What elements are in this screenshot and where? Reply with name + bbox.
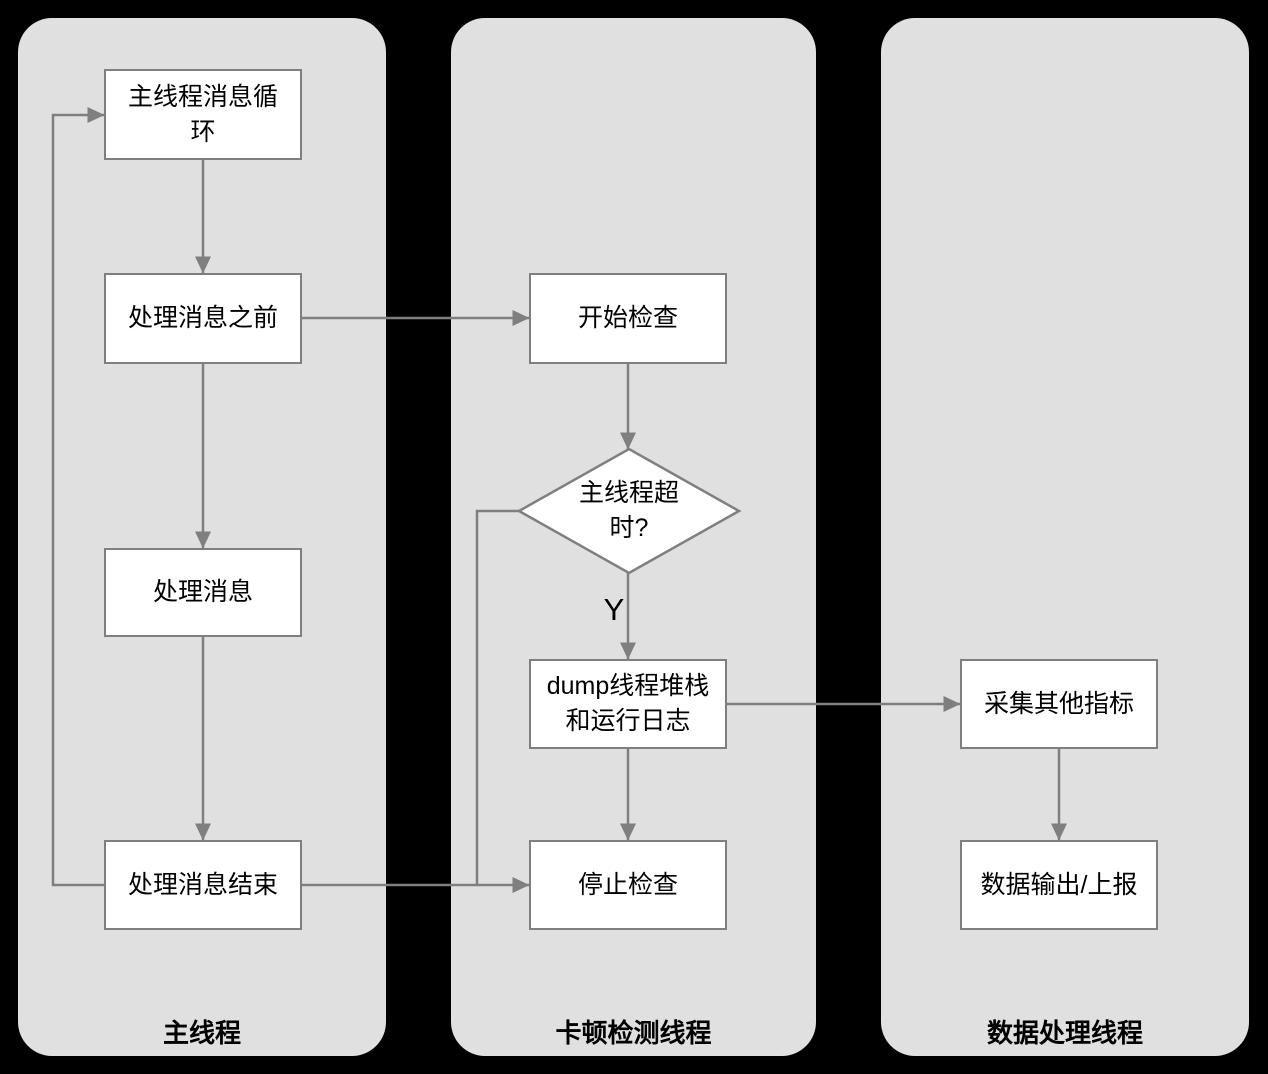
node-main-msg-loop: 主线程消息循 环 [104,69,302,160]
edge-decision-no-to-stopcheck [475,509,519,886]
node-start-check: 开始检查 [529,273,727,364]
node-before-process-msg: 处理消息之前 [104,273,302,364]
node-collect-other-metrics: 采集其他指标 [960,659,1158,749]
node-dump-stack-logs: dump线程堆栈 和运行日志 [529,659,727,749]
lane-label-data-process-thread: 数据处理线程 [986,1018,1143,1048]
edge-endmsg-loop-to-msgloop [51,107,105,887]
node-stop-check: 停止检查 [529,840,727,930]
node-process-msg-end: 处理消息结束 [104,840,302,930]
lane-label-lag-detect-thread: 卡顿检测线程 [555,1018,712,1048]
decision-diamond-shape [516,447,742,575]
edge-label-yes: Y [603,592,625,627]
decision-main-thread-timeout: 主线程超 时? [578,479,679,542]
lane-label-main-thread: 主线程 [162,1018,241,1048]
node-process-msg: 处理消息 [104,548,302,637]
node-data-output-report: 数据输出/上报 [960,840,1158,930]
